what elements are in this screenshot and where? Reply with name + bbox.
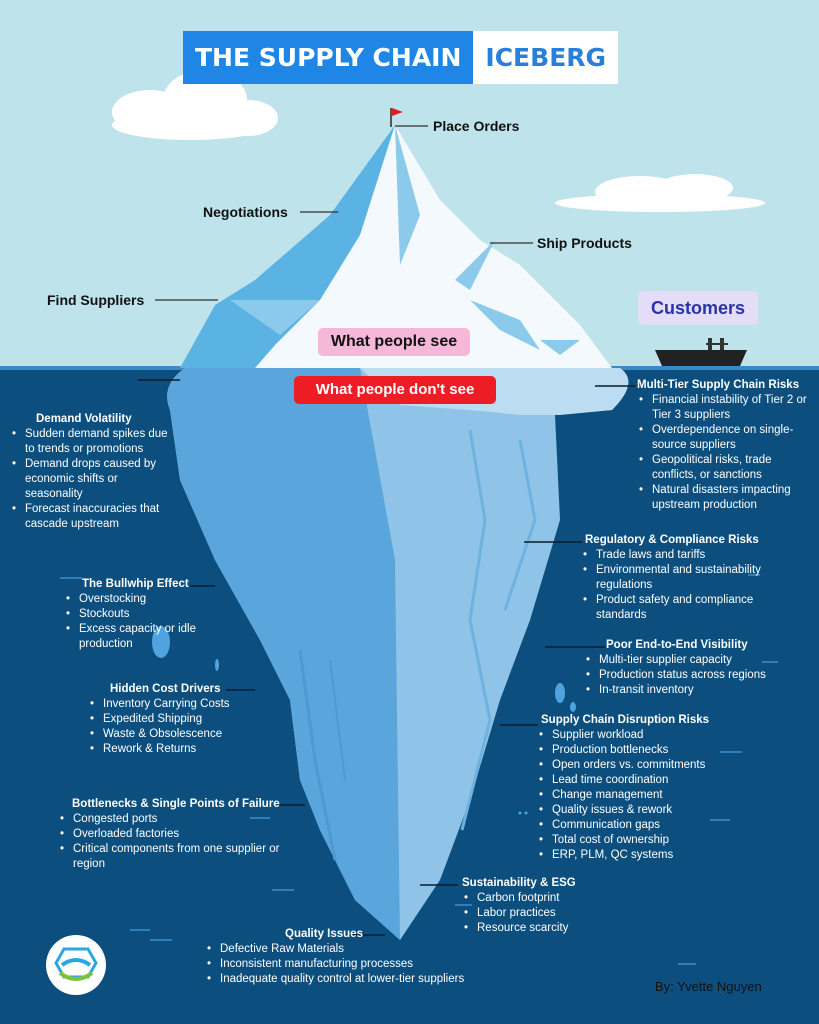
list-item: Overdependence on single-source supplier… — [637, 423, 812, 453]
section-title: Quality Issues — [285, 928, 363, 940]
section-title: Supply Chain Disruption Risks — [541, 714, 710, 726]
list-item: Defective Raw Materials — [205, 942, 465, 957]
section-title: Poor End-to-End Visibility — [606, 639, 748, 651]
list-item: Overstocking — [64, 592, 214, 607]
list-item: Product safety and compliance standards — [581, 593, 781, 623]
section-title: Multi-Tier Supply Chain Risks — [637, 379, 800, 391]
list-item: Demand drops caused by economic shifts o… — [10, 457, 170, 502]
list-item: Lead time coordination — [537, 773, 737, 788]
customers-badge: Customers — [638, 291, 758, 325]
title-banner: THE SUPPLY CHAIN ICEBERG — [183, 31, 619, 84]
list-item: Change management — [537, 788, 737, 803]
list-item: Inconsistent manufacturing processes — [205, 957, 465, 972]
section-title: Sustainability & ESG — [462, 877, 576, 889]
section-demand-volatility: Demand Volatility Sudden demand spikes d… — [10, 413, 170, 532]
section-end-to-end-visibility: Poor End-to-End Visibility Multi-tier su… — [584, 639, 784, 698]
list-item: Communication gaps — [537, 818, 737, 833]
section-hidden-cost-drivers: Hidden Cost Drivers Inventory Carrying C… — [88, 683, 268, 757]
cloud-left-icon — [112, 70, 278, 140]
section-disruption-risks: Supply Chain Disruption Risks Supplier w… — [537, 714, 737, 863]
list-item: In-transit inventory — [584, 683, 784, 698]
list-item: Sudden demand spikes due to trends or pr… — [10, 427, 170, 457]
section-title: Bottlenecks & Single Points of Failure — [72, 798, 280, 810]
section-regulatory-compliance: Regulatory & Compliance Risks Trade laws… — [581, 534, 781, 623]
list-item: Natural disasters impacting upstream pro… — [637, 483, 812, 513]
list-item: Inadequate quality control at lower-tier… — [205, 972, 465, 987]
title-part1: THE SUPPLY CHAIN — [183, 31, 474, 84]
list-item: Production bottlenecks — [537, 743, 737, 758]
label-find-suppliers: Find Suppliers — [47, 292, 145, 308]
list-item: Critical components from one supplier or… — [58, 842, 283, 872]
what-people-see-badge: What people see — [318, 328, 470, 356]
list-item: Environmental and sustainability regulat… — [581, 563, 781, 593]
list-item: Excess capacity or idle production — [64, 622, 214, 652]
section-sustainability-esg: Sustainability & ESG Carbon footprint La… — [462, 877, 632, 936]
list-item: Rework & Returns — [88, 742, 268, 757]
list-item: Total cost of ownership — [537, 833, 737, 848]
cloud-right-icon — [555, 174, 765, 212]
list-item: Resource scarcity — [462, 921, 632, 936]
section-bottlenecks: Bottlenecks & Single Points of Failure C… — [58, 798, 283, 872]
list-item: Geopolitical risks, trade conflicts, or … — [637, 453, 812, 483]
section-quality-issues: Quality Issues Defective Raw Materials I… — [205, 928, 465, 987]
section-multi-tier-risks: Multi-Tier Supply Chain Risks Financial … — [637, 379, 812, 513]
label-place-orders: Place Orders — [433, 118, 520, 134]
list-item: Congested ports — [58, 812, 283, 827]
section-title: The Bullwhip Effect — [82, 578, 189, 590]
list-item: Stockouts — [64, 607, 214, 622]
red-flag-icon — [390, 108, 403, 127]
list-item: Waste & Obsolescence — [88, 727, 268, 742]
list-item: Production status across regions — [584, 668, 784, 683]
list-item: Carbon footprint — [462, 891, 632, 906]
label-negotiations: Negotiations — [203, 204, 288, 220]
list-item: Quality issues & rework — [537, 803, 737, 818]
list-item: Labor practices — [462, 906, 632, 921]
list-item: Multi-tier supplier capacity — [584, 653, 784, 668]
what-people-dont-see-badge: What people don't see — [294, 376, 496, 404]
list-item: Overloaded factories — [58, 827, 283, 842]
label-ship-products: Ship Products — [537, 235, 632, 251]
list-item: Financial instability of Tier 2 or Tier … — [637, 393, 812, 423]
cargo-ship-icon — [655, 338, 747, 366]
list-item: Supplier workload — [537, 728, 737, 743]
list-item: ERP, PLM, QC systems — [537, 848, 737, 863]
title-part2: ICEBERG — [473, 31, 619, 84]
section-title: Hidden Cost Drivers — [110, 683, 221, 695]
list-item: Trade laws and tariffs — [581, 548, 781, 563]
company-logo-icon — [46, 935, 106, 995]
section-title: Demand Volatility — [36, 413, 132, 425]
leader-lines-top — [155, 125, 533, 301]
leader-lines-bottom — [138, 379, 635, 936]
list-item: Forecast inaccuracies that cascade upstr… — [10, 502, 170, 532]
section-bullwhip-effect: The Bullwhip Effect Overstocking Stockou… — [64, 578, 214, 652]
section-title: Regulatory & Compliance Risks — [585, 534, 759, 546]
list-item: Inventory Carrying Costs — [88, 697, 268, 712]
author-credit: By: Yvette Nguyen — [655, 979, 762, 994]
list-item: Open orders vs. commitments — [537, 758, 737, 773]
list-item: Expedited Shipping — [88, 712, 268, 727]
